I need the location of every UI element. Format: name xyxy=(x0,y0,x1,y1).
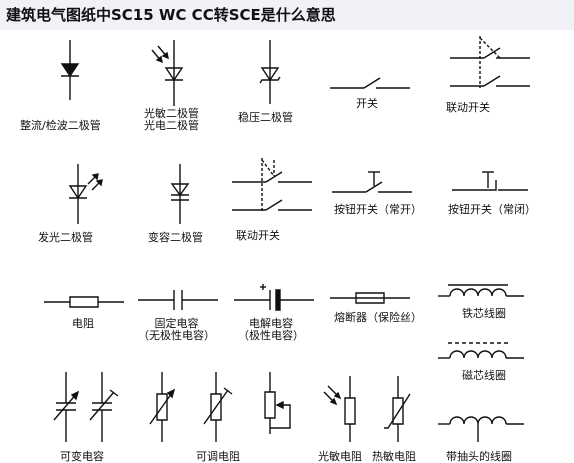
variable-resistor-icon xyxy=(146,372,296,442)
iron-core-coil-icon xyxy=(438,282,524,302)
electrolytic-capacitor-icon xyxy=(234,282,314,312)
fixed-capacitor-icon xyxy=(138,288,218,312)
fuse-icon xyxy=(330,290,410,306)
switch-icon xyxy=(330,74,410,94)
tapped-coil-icon xyxy=(438,412,524,442)
zener-diode-icon xyxy=(248,40,292,104)
magnetic-core-coil-icon xyxy=(438,340,524,364)
variable-capacitor-icon xyxy=(50,372,122,442)
rectifier-label: 整流/检波二极管 xyxy=(20,119,101,132)
linked-switch-2-icon xyxy=(232,158,312,222)
led-icon xyxy=(62,164,106,224)
thermistor-label: 热敏电阻 xyxy=(372,450,416,463)
fuse-label: 熔断器（保险丝） xyxy=(334,311,422,324)
varactor-icon xyxy=(158,164,202,224)
title-bar: 建筑电气图纸中SC15 WC CC转SCE是什么意思 xyxy=(0,0,574,30)
photoresistor-label: 光敏电阻 xyxy=(318,450,362,463)
zener-label: 稳压二极管 xyxy=(238,111,293,124)
push-button-no-icon xyxy=(332,170,412,196)
variable-resistor-label: 可调电阻 xyxy=(196,450,240,463)
iron-core-coil-label: 铁芯线圈 xyxy=(462,307,506,320)
photodiode-label: 光敏二极管光电二极管 xyxy=(144,107,199,132)
linked-switch-icon xyxy=(450,36,530,100)
linked-switch-label: 联动开关 xyxy=(446,101,490,114)
switch-label: 开关 xyxy=(356,97,378,110)
fixed-capacitor-label: 固定电容（无极性电容） xyxy=(138,317,215,342)
resistor-icon xyxy=(44,294,124,310)
varactor-label: 变容二极管 xyxy=(148,231,203,244)
push-button-nc-icon xyxy=(452,170,528,196)
page-title: 建筑电气图纸中SC15 WC CC转SCE是什么意思 xyxy=(6,6,336,24)
magnetic-core-coil-label: 磁芯线圈 xyxy=(462,369,506,382)
linked-switch-2-label: 联动开关 xyxy=(236,229,280,242)
resistor-label: 电阻 xyxy=(72,317,94,330)
push-button-no-label: 按钮开关（常开） xyxy=(334,203,422,216)
photodiode-icon xyxy=(150,40,194,106)
push-button-nc-label: 按钮开关（常闭） xyxy=(448,203,536,216)
photoresistor-icon xyxy=(322,376,368,442)
thermistor-icon xyxy=(376,376,420,442)
electrolytic-capacitor-label: 电解电容（极性电容） xyxy=(238,317,304,342)
rectifier-diode-icon xyxy=(48,40,92,100)
variable-capacitor-label: 可变电容 xyxy=(60,450,104,463)
tapped-coil-label: 带抽头的线圈 xyxy=(446,450,512,463)
led-label: 发光二极管 xyxy=(38,231,93,244)
